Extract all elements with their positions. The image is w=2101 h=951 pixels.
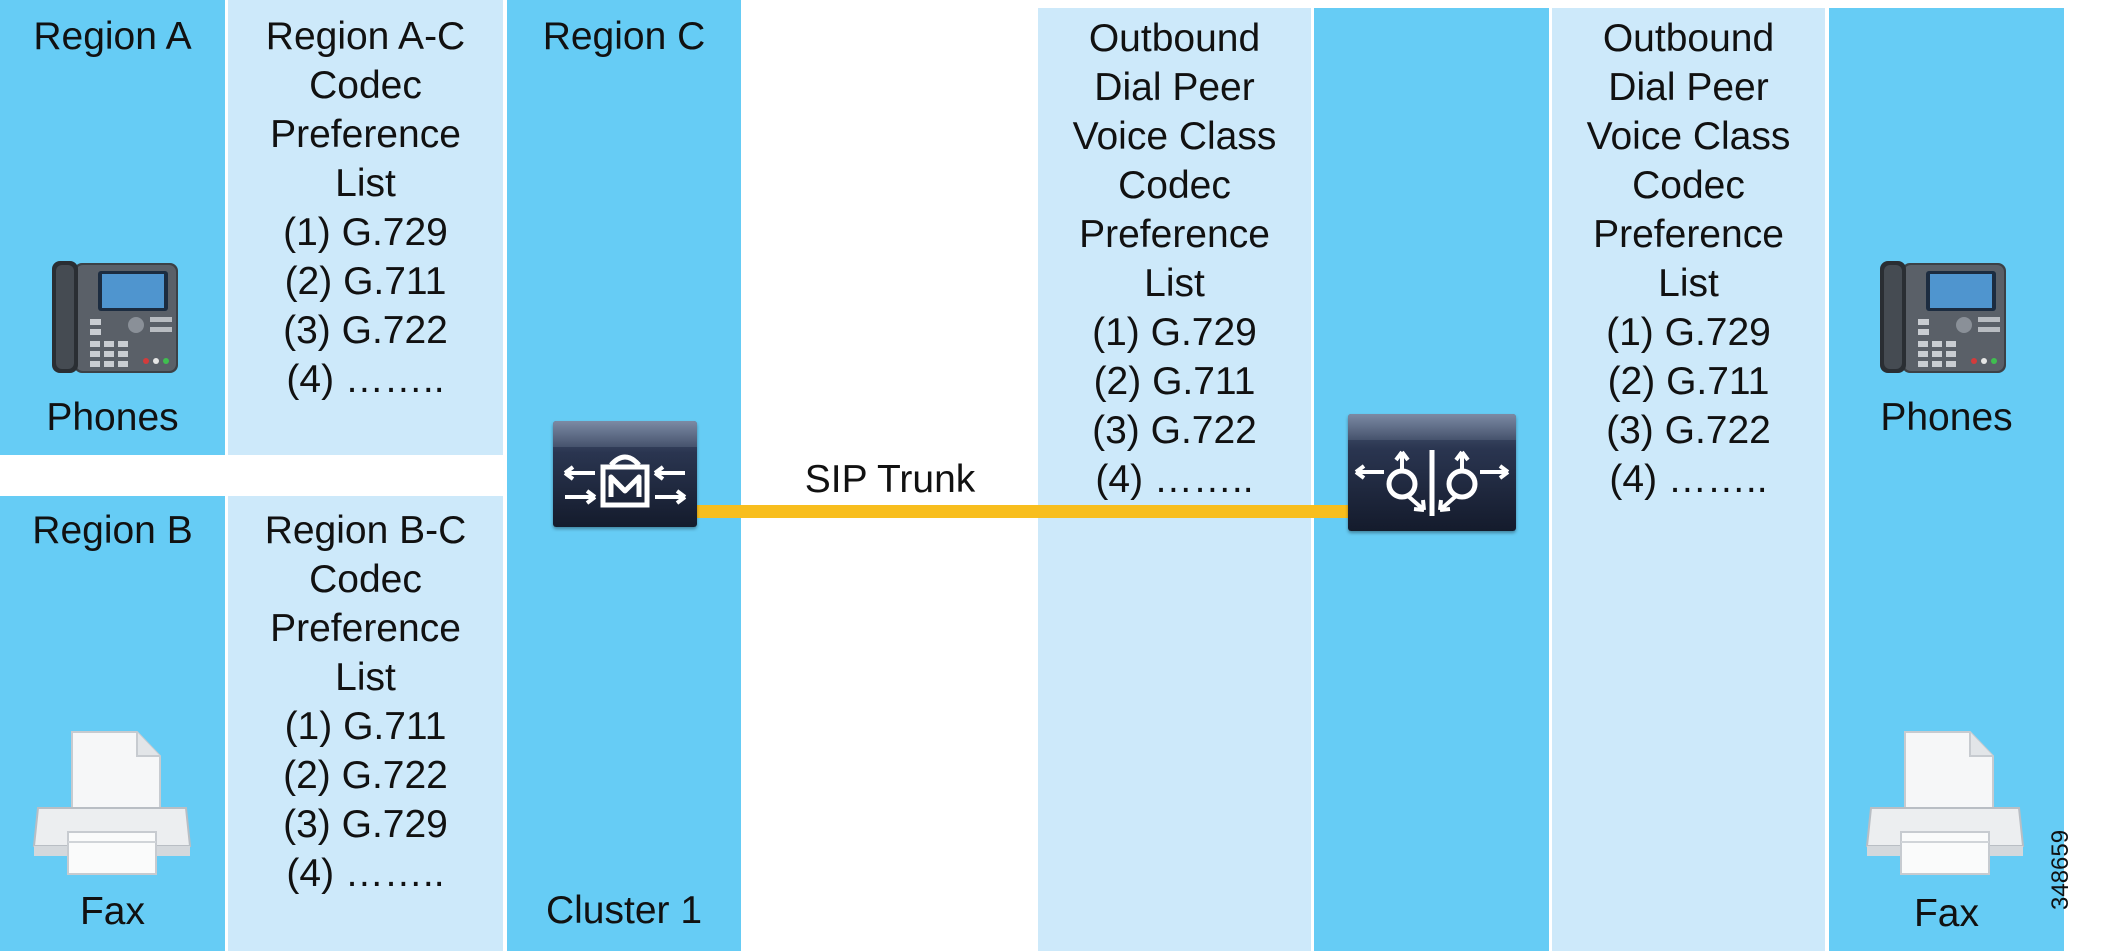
region-ac-line: (1) G.729 xyxy=(283,211,448,254)
region-bc-line: Codec xyxy=(309,558,422,601)
sip-trunk-label: SIP Trunk xyxy=(804,458,976,501)
outbound-2-line: Codec xyxy=(1632,164,1745,207)
outbound-1-line: Voice Class xyxy=(1072,115,1277,158)
region-bc-line: (2) G.722 xyxy=(283,754,448,797)
region-bc-line: (4) …….. xyxy=(286,852,445,895)
outbound-1-panel xyxy=(1038,8,1311,951)
outbound-2-line: (4) …….. xyxy=(1609,458,1768,501)
outbound-1-line: List xyxy=(1144,262,1205,305)
outbound-1-line: Dial Peer xyxy=(1094,66,1255,109)
outbound-1-line: Outbound xyxy=(1088,17,1261,60)
outbound-1-line: (2) G.711 xyxy=(1093,360,1256,403)
outbound-2-panel xyxy=(1552,8,1825,951)
outbound-1-codec-list: Outbound Dial Peer Voice Class Codec Pre… xyxy=(1038,14,1311,504)
region-bc-line: (1) G.711 xyxy=(284,705,447,748)
cluster-label: Cluster 1 xyxy=(545,889,703,932)
region-bc-line: (3) G.729 xyxy=(283,803,448,846)
outbound-1-line: Codec xyxy=(1118,164,1231,207)
outbound-1-line: (4) …….. xyxy=(1095,458,1254,501)
fax-machine-icon xyxy=(32,728,192,876)
outbound-1-line: (1) G.729 xyxy=(1092,311,1257,354)
region-ac-line: Region A-C xyxy=(265,15,466,58)
sip-trunk-line xyxy=(695,505,1355,518)
outbound-2-codec-list: Outbound Dial Peer Voice Class Codec Pre… xyxy=(1552,14,1825,504)
region-ac-line: Preference xyxy=(270,113,461,156)
right-phones-label: Phones xyxy=(1880,396,2013,439)
region-bc-line: Preference xyxy=(270,607,461,650)
outbound-1-line: (3) G.722 xyxy=(1092,409,1257,452)
outbound-2-line: Preference xyxy=(1593,213,1784,256)
region-ac-line: (3) G.722 xyxy=(283,309,448,352)
ip-phone-icon xyxy=(50,253,182,376)
outbound-2-line: (2) G.711 xyxy=(1607,360,1770,403)
region-bc-line: Region B-C xyxy=(264,509,467,552)
outbound-2-line: List xyxy=(1658,262,1719,305)
region-bc-line: List xyxy=(335,656,396,699)
right-fax-label: Fax xyxy=(1913,892,1979,935)
region-a-title: Region A xyxy=(33,15,192,58)
region-a-device-label: Phones xyxy=(46,396,179,439)
fax-machine-icon xyxy=(1865,728,2025,876)
voice-gateway-router-icon xyxy=(1348,414,1516,531)
outbound-2-line: Outbound xyxy=(1602,17,1775,60)
outbound-2-line: (1) G.729 xyxy=(1606,311,1771,354)
region-c-title: Region C xyxy=(542,15,706,58)
region-ac-line: (2) G.711 xyxy=(284,260,447,303)
outbound-2-line: (3) G.722 xyxy=(1606,409,1771,452)
region-b-device-label: Fax xyxy=(79,890,145,933)
region-bc-panel xyxy=(228,496,503,951)
ip-phone-icon xyxy=(1878,253,2010,376)
region-a-panel xyxy=(0,0,225,455)
region-ac-codec-list: Region A-C Codec Preference List (1) G.7… xyxy=(228,12,503,404)
outbound-2-line: Voice Class xyxy=(1586,115,1791,158)
region-bc-codec-list: Region B-C Codec Preference List (1) G.7… xyxy=(228,506,503,898)
region-b-title: Region B xyxy=(32,509,193,552)
region-ac-line: List xyxy=(335,162,396,205)
region-b-panel xyxy=(0,496,225,951)
region-ac-panel xyxy=(228,0,503,455)
call-manager-icon xyxy=(553,421,697,527)
outbound-1-line: Preference xyxy=(1079,213,1270,256)
region-ac-line: (4) …….. xyxy=(286,358,445,401)
outbound-2-line: Dial Peer xyxy=(1608,66,1769,109)
figure-id: 348659 xyxy=(2047,829,2074,910)
region-ac-line: Codec xyxy=(309,64,422,107)
